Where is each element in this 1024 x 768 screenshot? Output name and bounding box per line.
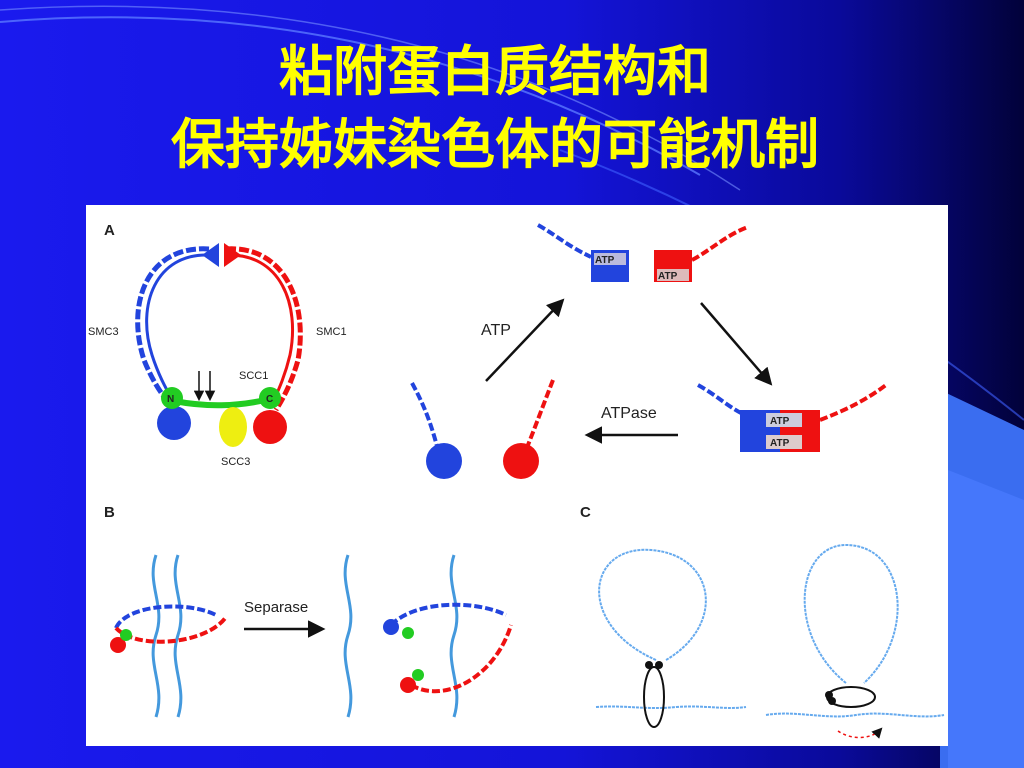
atp-tag-engaged-2: ATP [770,438,790,449]
cohesin-ring-closed [110,604,228,653]
atp-bound-heads: ATP ATP [537,223,749,282]
smc1-free-head [503,443,539,479]
scc1-n-terminus [161,387,183,409]
scc3-label: SCC3 [221,456,250,468]
smc1-label: SMC1 [316,326,347,338]
atp-arrow [485,298,565,382]
atp-arrow-label: ATP [481,322,511,339]
smc1-head [253,410,287,444]
separated-chromatid-1 [343,554,353,718]
scc1-c-terminus [259,387,281,409]
chromatin-loop-2 [765,543,945,739]
separase-label: Separase [244,599,308,616]
smc3-free-head [426,443,462,479]
separated-chromatid-2 [449,554,459,718]
smc1-coiled-coil [225,246,303,412]
slide-title-line2: 保持姊妹染色体的可能机制 [171,113,819,176]
smc3-label: SMC3 [88,326,119,338]
atp-tag-blue: ATP [595,255,615,266]
scc1-label: SCC1 [239,370,268,382]
atp-tag-engaged-1: ATP [770,416,790,427]
smc3-hinge [202,243,219,267]
chromatin-loop-1 [595,548,747,728]
scc1-kleisin [173,396,271,409]
smc1-hinge [224,243,241,267]
smc1-free-arm [524,379,555,451]
sister-chromatids-cohesed [151,554,183,718]
smc3-head [157,406,191,440]
panel-b-letter: B [104,504,115,521]
c-head-label: C [266,394,273,405]
cohesin-figure: A SMC3 SMC1 N C SCC1 SCC3 ATP ATP A [88,222,945,739]
atp-engaged-heads: ATP ATP [697,383,888,452]
cohesin-ring-opened [383,602,513,694]
atpase-arrow-label: ATPase [601,405,657,422]
panel-c-letter: C [580,504,591,521]
slide-title-line1: 粘附蛋白质结构和 [279,40,711,103]
smc3-free-arm [410,382,440,451]
scc3-subunit [219,407,247,447]
engage-arrow [700,302,773,386]
figure-panel: A SMC3 SMC1 N C SCC1 SCC3 ATP ATP A [86,205,948,746]
atp-tag-red: ATP [658,271,678,282]
panel-a-letter: A [104,222,115,239]
n-head-label: N [167,394,174,405]
